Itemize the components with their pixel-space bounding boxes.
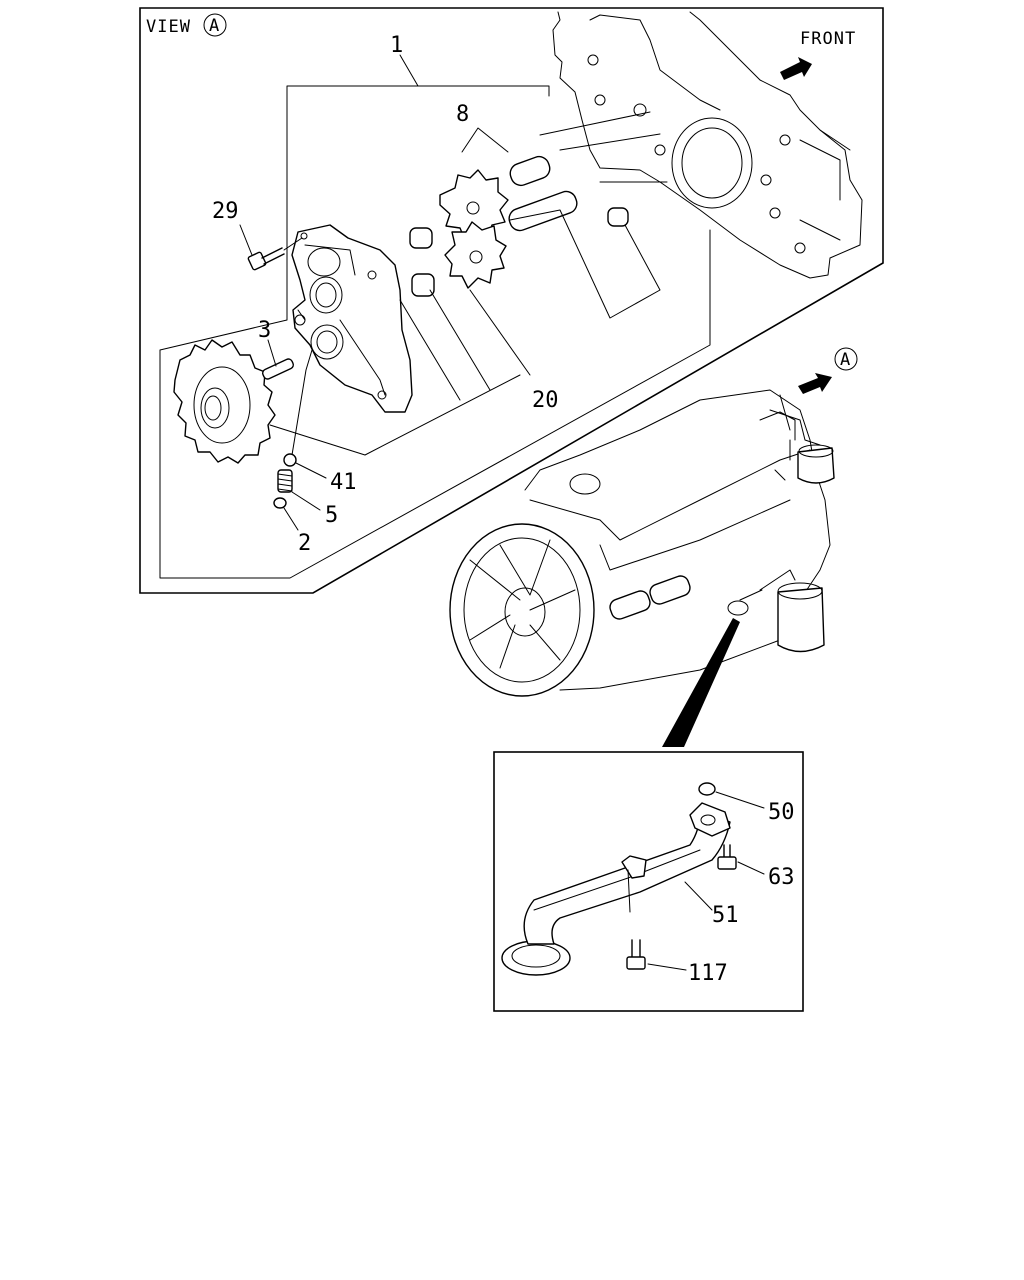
strainer-detail-frame [493, 751, 804, 1012]
rotor-gears [439, 169, 509, 289]
engine-block-outline [552, 11, 863, 279]
callout-29: 29 [212, 199, 239, 224]
callout-labels: 1 8 29 3 20 41 5 2 50 63 51 117 [212, 33, 795, 986]
view-a-frame: VIEW A [139, 7, 884, 594]
callout-20: 20 [532, 388, 559, 413]
front-indicator: FRONT [780, 29, 856, 80]
callout-41: 41 [330, 470, 357, 495]
bolt-29 [247, 232, 308, 271]
drive-gear [173, 339, 276, 464]
pump-body [291, 224, 413, 413]
view-marker: A [209, 16, 220, 36]
pump-bracket-lines [159, 54, 711, 579]
callout-117: 117 [688, 961, 728, 986]
callout-1: 1 [390, 33, 403, 58]
pump-pins [409, 155, 629, 297]
callout-2: 2 [298, 531, 311, 556]
relief-valve-parts [273, 349, 313, 509]
front-label: FRONT [800, 29, 856, 49]
callout-3: 3 [258, 318, 271, 343]
callout-63: 63 [768, 865, 795, 890]
leader-lines-lower [647, 791, 765, 971]
arrow-marker-circle [834, 347, 858, 371]
leader-lines-upper [239, 111, 668, 531]
view-arrow: A [798, 347, 858, 394]
callout-5: 5 [325, 503, 338, 528]
view-arrow-icon [798, 373, 832, 394]
callout-8: 8 [456, 102, 469, 127]
detail-pointer [662, 618, 740, 747]
engine-assembly [449, 389, 835, 697]
bolt-117 [626, 939, 646, 970]
callout-50: 50 [768, 800, 795, 825]
pin-3 [262, 358, 294, 380]
bolt-63 [717, 844, 737, 870]
front-arrow-icon [780, 57, 812, 80]
oil-strainer [501, 782, 731, 976]
view-marker-circle [203, 13, 227, 37]
arrow-marker: A [840, 350, 851, 370]
callout-51: 51 [712, 903, 739, 928]
view-label: VIEW [146, 17, 191, 37]
